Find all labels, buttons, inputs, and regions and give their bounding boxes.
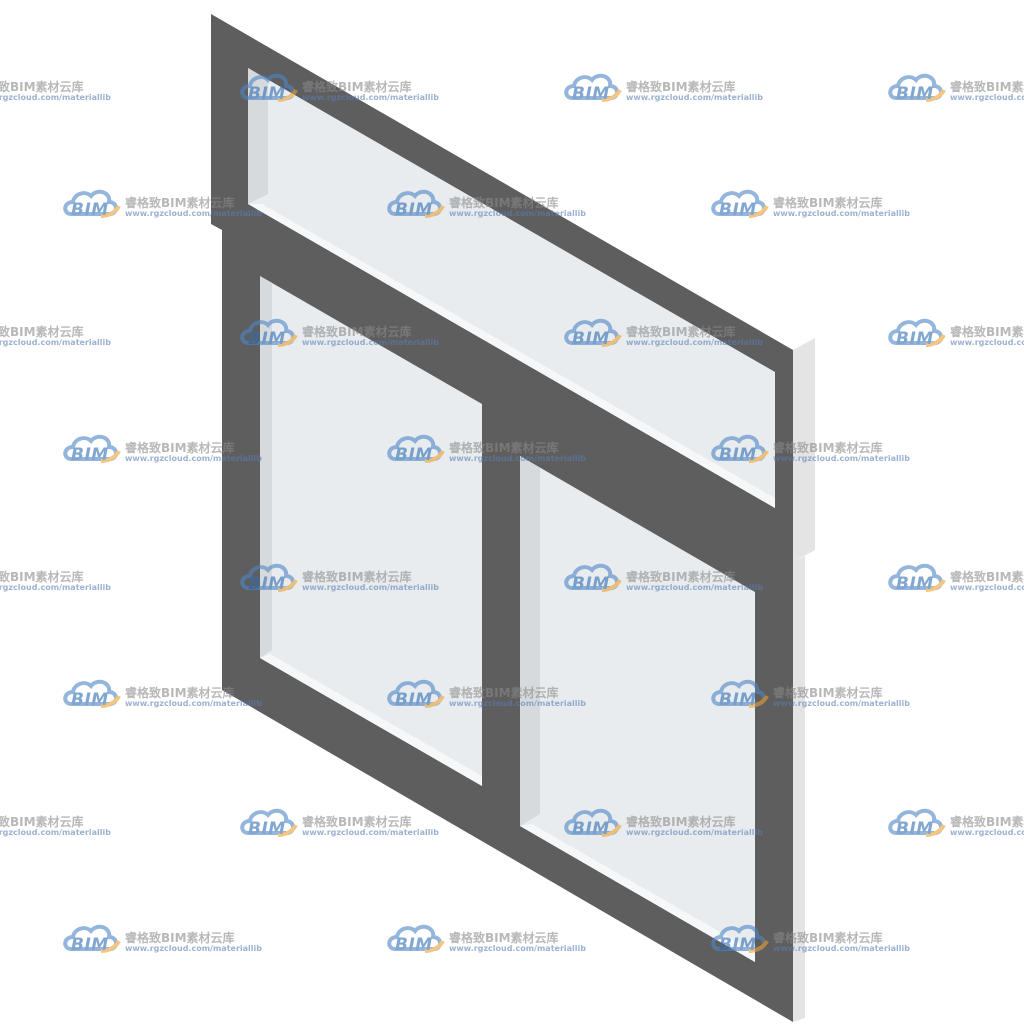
right-sash-glass-bottom-edge (520, 824, 755, 962)
mullion-step (482, 786, 520, 840)
left-sash-glass-bottom-edge (260, 654, 482, 786)
right-sash-glass-left-bevel (520, 456, 540, 826)
left-sash-glass-left-bevel (260, 276, 272, 658)
transom-glass (248, 68, 775, 508)
frame-side-face-upper (793, 338, 815, 562)
left-sash-glass (260, 276, 482, 786)
transom-glass-left-bevel (248, 68, 268, 204)
frame-side-face-lower (793, 556, 805, 1022)
transom-glass-bottom-edge (248, 204, 775, 508)
